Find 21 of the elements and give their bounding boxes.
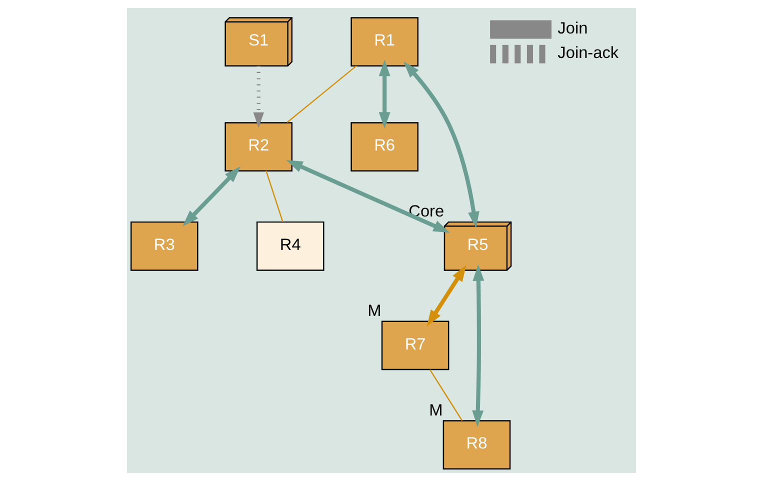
node-box: R7: [380, 320, 449, 370]
node-box: R1: [350, 17, 418, 66]
arrow: [472, 264, 484, 427]
legend-label: Join-ack: [557, 44, 618, 62]
node-box: R6: [350, 122, 418, 172]
arrow: [182, 166, 240, 226]
node-box: R3: [130, 221, 198, 271]
arrow: [426, 265, 466, 326]
arrow: [378, 60, 390, 129]
node-box: R4: [256, 221, 324, 271]
connector: [265, 170, 283, 222]
node-label: M: [428, 401, 442, 420]
node-box: R8: [442, 420, 510, 470]
arrow: [286, 160, 450, 233]
node-label: M: [367, 302, 381, 320]
arrow: [402, 61, 479, 228]
node-box: R2: [224, 122, 292, 172]
connector: [428, 369, 462, 421]
arrow: [252, 66, 264, 128]
connector: [286, 65, 356, 123]
legend-label: Join: [557, 19, 588, 38]
